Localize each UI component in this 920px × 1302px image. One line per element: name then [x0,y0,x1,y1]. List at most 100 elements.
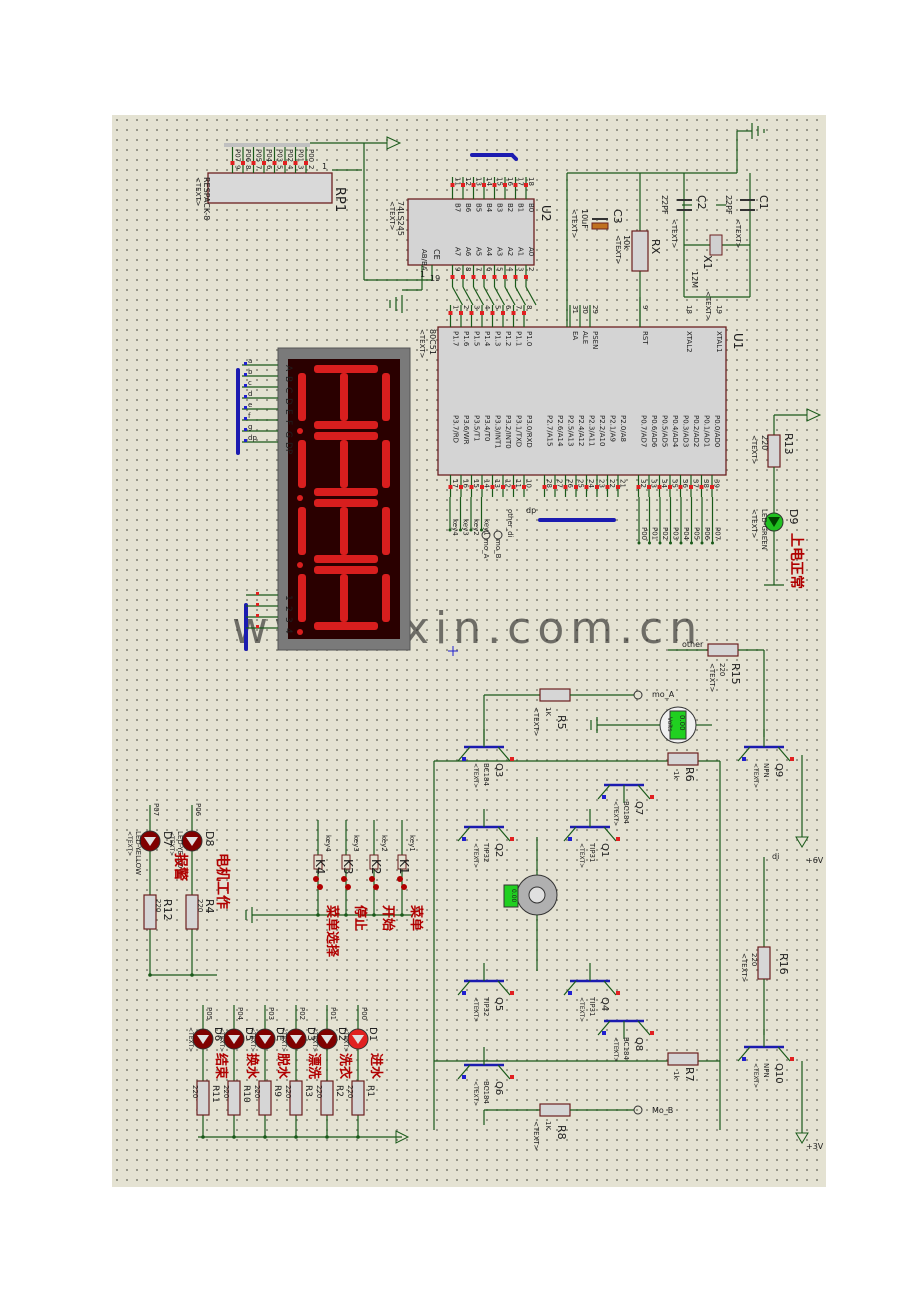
u1-pinnum-bot-37: 37 [692,479,700,488]
u2-ab: AB/BA [420,249,428,271]
key-ref-k1: K1 [397,859,411,875]
red-led-label-cn-0: 进水 [368,1053,384,1080]
c3-ref: C3 [611,209,624,224]
u1-pin-p05: P0.5/AD5 [661,415,669,447]
digit-3-segment-4 [340,507,348,555]
red-led-res-5: R11 [210,1085,220,1103]
q2-text: <TEXT> [472,843,479,868]
display-bus-a: a [248,357,252,365]
rp1-pinnum-4: 6 [265,165,273,170]
u1-pinnum-bot-39: 39 [713,479,721,488]
red-led-label-cn-2: 漂洗 [306,1053,322,1079]
d9-label-cn: 上电正常 [788,533,805,589]
u1-pin-p13: P1.3 [494,331,502,346]
q8-ref: Q8 [633,1037,644,1051]
rp1-pinnum-7: 9 [234,165,242,169]
display-bus-c: c [248,379,252,387]
key-net-key1: key1 [408,835,416,852]
digit-1-segment-5 [348,365,378,373]
mcu-net-p04: P04 [682,527,690,541]
u1-pinnum-bot-26: 26 [566,479,574,488]
u2-ref: U2 [539,205,553,221]
d9-ref: D9 [787,509,800,524]
u1-pinnum-bot-10: 10 [525,479,533,488]
display-digit-pin-1: 1 [283,595,293,601]
rp1-pinnum-6: 8 [244,165,252,169]
display-digit-pin-2: 2 [283,606,293,612]
u2-pinnum-top-5: 13 [475,177,483,186]
u1-pin-p26: P2.6/A14 [556,415,564,447]
u1-pinnum-bot-15: 15 [472,479,480,488]
u2-pin-a5: A5 [475,247,483,256]
r8-ref: R8 [555,1125,568,1140]
u1-pinnum-bot-17: 17 [451,479,459,488]
display-digit-pin-4: 4 [283,628,293,634]
u1-pinnum-9: 9 [641,305,649,309]
u2-ab-pin: 1 [420,270,425,279]
digit-4-segment-3 [298,574,306,622]
u2-pinnum-top-7: 11 [454,177,462,186]
rp1-pin-p05: P05 [255,149,263,162]
rp1-pin-p04: P04 [265,149,273,163]
u1-pinnum-bot-16: 16 [462,479,470,488]
rp1-pin-p03: P03 [276,149,284,162]
digit-2-segment-3 [298,440,306,488]
u2-ce-pin: 19 [430,274,440,283]
c1-val: 22PF [724,195,733,215]
u1-pinnum-p1-1: 7 [515,305,523,309]
u1-pin-p00: P0.0/AD0 [713,415,721,447]
digit-4-dp [297,629,303,635]
u2-pinnum-top-2: 16 [506,177,514,186]
digit-3-segment-0 [382,507,390,555]
digit-1-segment-6 [348,421,378,429]
mcu-net-key2: key2 [472,519,480,536]
red-led-ref-4: D5 [243,1027,254,1041]
key-net-key4: key4 [324,835,332,852]
red-led-res-3: R9 [272,1085,282,1097]
u1-pinnum-p1-5: 3 [473,305,481,309]
digit-3 [297,499,390,568]
u2-pin-b0: B0 [527,203,535,212]
red-led-ref-1: D2 [336,1027,347,1041]
net-mo-a-mcu: mo_A [482,539,490,559]
u1-pin-p06: P0.6/AD6 [650,415,658,448]
u1-pin-p23: P2.3/A11 [588,415,596,446]
r13-ref: R13 [782,433,795,455]
u1-pin-p04: P0.4/AD4 [671,415,679,448]
rp1-pin-p01: P01 [297,149,305,162]
display-pin-g: G [283,431,293,438]
net-other: other [682,640,704,649]
key-label-cn-1: 开始 [380,905,396,931]
u1-pinnum-bot-33: 33 [650,479,658,488]
digit-3-dp [297,562,303,568]
rp1-part: RESPACK-8 [202,177,211,220]
q10-text: <TEXT> [752,1063,759,1088]
mcu-net-p05: P05 [693,527,701,540]
power-led-d9: R13 220 <TEXT> D9 LED-GREEN <TEXT> 上电正常 [750,408,822,589]
u1-pinnum-bot-38: 38 [702,479,710,488]
digit-2-segment-6 [348,488,378,496]
ic-u2-74ls245: B018B117B216B315B414B513B612B711A02A13A2… [363,143,553,313]
mcu-net-key3: key3 [462,519,470,536]
x1-text: <TEXT> [704,291,712,321]
q9-ref: Q9 [773,763,784,777]
rp1-pin-p00: P00 [307,149,315,162]
red-led-label-cn-1: 洗衣 [337,1053,353,1079]
u1-pin-ale: ALE [581,331,589,344]
u2-pinnum-top-1: 17 [517,177,525,186]
r13-text: <TEXT> [750,435,758,465]
ic-u1-80c51: P1.08P1.17P1.26P1.35P1.44P1.53P1.62P1.71… [418,305,745,497]
r15-text: <TEXT> [708,663,716,693]
digit-3-segment-5 [348,499,378,507]
cursor-crosshair-icon [448,646,458,656]
red-led-net-1: P01 [329,1007,337,1020]
